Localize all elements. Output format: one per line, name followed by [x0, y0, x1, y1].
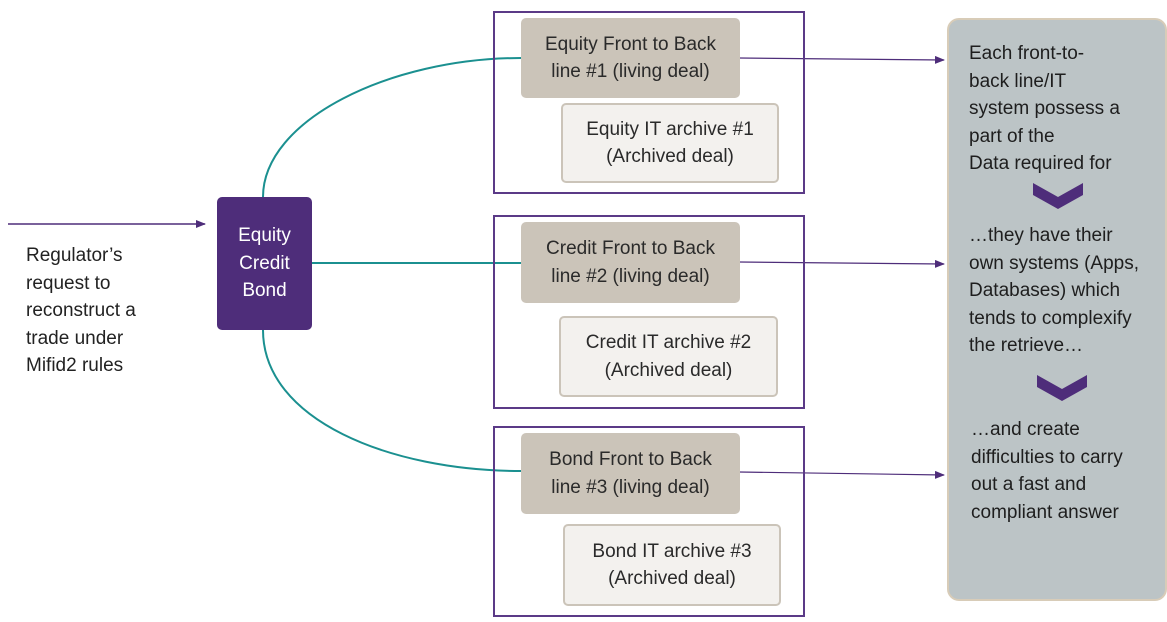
request-line: reconstruct a [26, 300, 136, 321]
panel-line: …they have their [969, 225, 1113, 246]
panel-line: Each front-to- [969, 43, 1085, 64]
chevron-down-icon [1033, 183, 1083, 211]
request-line: request to [26, 272, 111, 294]
credit-group-frame [493, 215, 805, 409]
archive-line: Bond IT archive #3 [592, 540, 752, 562]
explanation-panel: Each front-to- back line/IT system posse… [947, 18, 1167, 601]
archive-line: (Archived deal) [608, 568, 736, 589]
front-line: Bond Front to Back [549, 449, 712, 470]
bond-group-frame [493, 426, 805, 617]
request-line: Regulator’s [26, 245, 123, 266]
regulator-request-text: Regulator’s request to reconstruct a tra… [26, 242, 176, 380]
panel-line: system possess a [969, 98, 1120, 119]
front-line: Credit Front to Back [546, 238, 715, 259]
credit-archive-box: Credit IT archive #2 (Archived deal) [559, 316, 778, 397]
panel-block-1: Each front-to- back line/IT system posse… [969, 40, 1165, 188]
hub-equity-credit-bond: Equity Credit Bond [217, 197, 312, 330]
curve-to-bond [262, 329, 522, 472]
panel-line: back line/IT [969, 70, 1067, 92]
arrow-bond-to-panel [738, 470, 945, 479]
archive-line: (Archived deal) [606, 146, 734, 167]
request-line: Mifid2 rules [26, 355, 124, 376]
panel-line: tends to complexify [969, 307, 1132, 329]
front-line: Equity Front to Back [544, 33, 717, 55]
panel-line: part of the [969, 125, 1055, 147]
panel-line: own systems (Apps, [969, 252, 1139, 274]
hub-line: Bond [242, 280, 287, 302]
archive-line: (Archived deal) [604, 359, 733, 381]
equity-front-to-back-box: Equity Front to Back line #1 (living dea… [521, 18, 740, 98]
arrow-credit-to-panel [738, 259, 945, 268]
hub-line: Credit [239, 252, 290, 274]
panel-line: the retrieve… [969, 335, 1084, 356]
panel-line: out a fast and [971, 474, 1087, 495]
archive-line: Equity IT archive #1 [586, 118, 754, 140]
panel-line: Databases) which [969, 280, 1121, 301]
front-line: line #3 (living deal) [551, 476, 710, 498]
panel-block-3: …and create difficulties to carry out a … [971, 416, 1165, 526]
credit-front-to-back-box: Credit Front to Back line #2 (living dea… [521, 222, 740, 303]
equity-group-frame [493, 11, 805, 194]
equity-archive-box: Equity IT archive #1 (Archived deal) [561, 103, 779, 183]
bond-front-to-back-box: Bond Front to Back line #3 (living deal) [521, 433, 740, 514]
archive-line: Credit IT archive #2 [585, 332, 752, 353]
front-line: line #2 (living deal) [551, 265, 710, 287]
curve-to-equity [262, 57, 522, 198]
panel-block-2: …they have their own systems (Apps, Data… [969, 222, 1165, 360]
panel-line: difficulties to carry [971, 446, 1123, 468]
hub-line: Equity [238, 225, 291, 247]
arrow-equity-to-panel [738, 55, 945, 64]
request-line: trade under [26, 327, 124, 349]
bond-archive-box: Bond IT archive #3 (Archived deal) [563, 524, 781, 606]
chevron-down-icon [1037, 375, 1087, 403]
panel-line: Data required for [969, 153, 1112, 174]
panel-line: …and create [971, 419, 1080, 440]
front-line: line #1 (living deal) [551, 61, 710, 82]
panel-line: compliant answer [971, 501, 1119, 523]
